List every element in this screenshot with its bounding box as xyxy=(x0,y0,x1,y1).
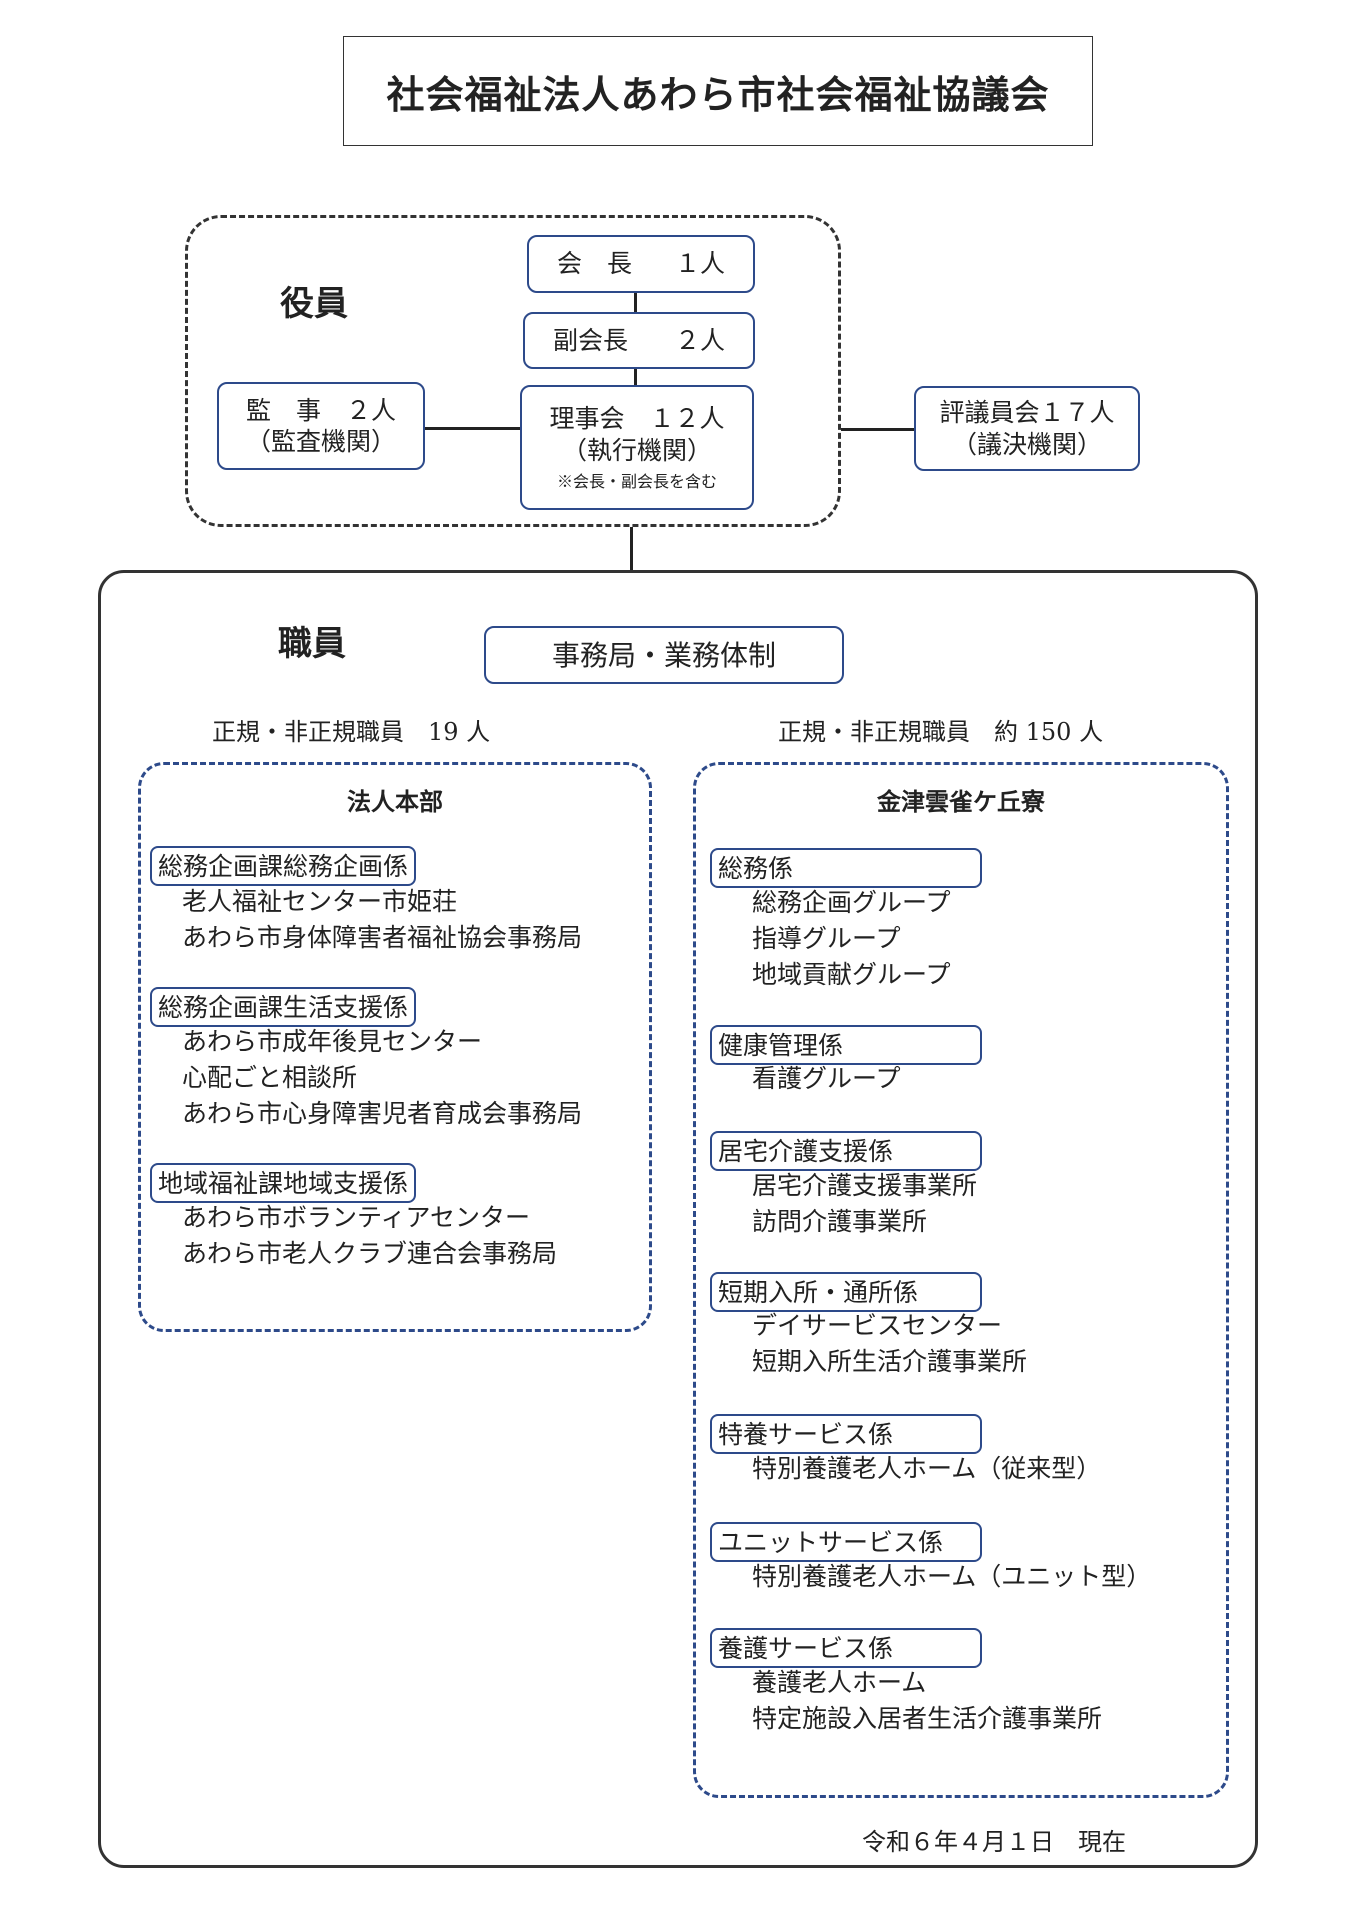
facility-section-item: 訪問介護事業所 xyxy=(752,1207,928,1236)
facility-section-item: 地域貢献グループ xyxy=(752,960,951,989)
president-role: 会 長 xyxy=(557,249,633,279)
facility-section-item: 特別養護老人ホーム（従来型） xyxy=(752,1454,1102,1483)
facility-section-label: 居宅介護支援係 xyxy=(710,1131,982,1171)
board-box: 理事会 １２人 （執行機関） ※会長・副会長を含む xyxy=(520,385,754,510)
president-count: １人 xyxy=(674,249,725,279)
facility-section-item: 短期入所生活介護事業所 xyxy=(752,1347,1028,1376)
hq-section-label: 総務企画課総務企画係 xyxy=(150,846,417,886)
vice-president-role: 副会長 xyxy=(553,325,629,355)
secretariat-box: 事務局・業務体制 xyxy=(484,626,844,684)
auditor-box: 監 事 ２人 （監査機関） xyxy=(217,382,425,470)
hq-staff-count: 正規・非正規職員 19 人 xyxy=(212,718,491,746)
staff-heading: 職員 xyxy=(278,624,346,664)
connector-auditor-board xyxy=(425,427,520,430)
hq-section-item: 老人福祉センター市姫荘 xyxy=(182,887,458,916)
facility-section-label: 特養サービス係 xyxy=(710,1414,982,1454)
board-line2: （執行機関） xyxy=(561,435,712,465)
auditor-line2: （監査機関） xyxy=(245,427,396,456)
vice-president-box: 副会長 ２人 xyxy=(523,312,755,369)
hq-title: 法人本部 xyxy=(347,788,443,816)
board-note: ※会長・副会長を含む xyxy=(556,471,717,491)
connector-president-vice xyxy=(634,293,637,312)
vice-president-count: ２人 xyxy=(674,325,725,355)
officers-frame xyxy=(185,215,841,527)
facility-section-label: ユニットサービス係 xyxy=(710,1522,982,1562)
facility-section-item: 居宅介護支援事業所 xyxy=(752,1171,978,1200)
facility-section-label: 総務係 xyxy=(710,848,982,888)
connector-vice-board xyxy=(634,369,637,385)
hq-frame xyxy=(138,762,652,1332)
facility-section-label: 養護サービス係 xyxy=(710,1628,982,1668)
facility-section-item: 特別養護老人ホーム（ユニット型） xyxy=(752,1562,1152,1591)
facility-section-label: 短期入所・通所係 xyxy=(710,1272,982,1312)
facility-section-item: 総務企画グループ xyxy=(752,888,951,917)
facility-section-item: 特定施設入居者生活介護事業所 xyxy=(752,1704,1103,1733)
facility-title: 金津雲雀ケ丘寮 xyxy=(877,788,1045,816)
as-of-date: 令和６年４月１日 現在 xyxy=(862,1828,1126,1856)
page-title: 社会福祉法人あわら市社会福祉協議会 xyxy=(343,36,1093,146)
facility-frame xyxy=(693,762,1229,1798)
staff-frame xyxy=(98,570,1258,1868)
hq-section-item: あわら市心身障害児者育成会事務局 xyxy=(182,1099,583,1128)
officers-heading: 役員 xyxy=(280,284,348,324)
president-box: 会 長 １人 xyxy=(527,235,755,293)
facility-section-item: 養護老人ホーム xyxy=(752,1668,927,1697)
council-box: 評議員会１７人 （議決機関） xyxy=(914,386,1140,471)
hq-section-item: 心配ごと相談所 xyxy=(182,1063,358,1092)
hq-section-label: 地域福祉課地域支援係 xyxy=(150,1163,417,1203)
auditor-line1: 監 事 ２人 xyxy=(245,395,396,425)
board-line1: 理事会 １２人 xyxy=(549,404,725,434)
facility-staff-count: 正規・非正規職員 約 150 人 xyxy=(778,718,1104,746)
council-line1: 評議員会１７人 xyxy=(939,398,1115,428)
hq-section-item: あわら市ボランティアセンター xyxy=(182,1203,531,1232)
facility-section-label: 健康管理係 xyxy=(710,1025,982,1065)
facility-section-item: 看護グループ xyxy=(752,1064,901,1093)
hq-section-item: あわら市老人クラブ連合会事務局 xyxy=(182,1239,558,1268)
hq-section-item: あわら市身体障害者福祉協会事務局 xyxy=(182,923,583,952)
hq-section-item: あわら市成年後見センター xyxy=(182,1027,483,1056)
facility-section-item: 指導グループ xyxy=(752,924,901,953)
facility-section-item: デイサービスセンター xyxy=(752,1311,1003,1340)
connector-frame-council xyxy=(841,428,914,431)
council-line2: （議決機関） xyxy=(951,429,1102,459)
connector-officers-staff xyxy=(630,527,633,570)
hq-section-label: 総務企画課生活支援係 xyxy=(150,987,417,1027)
